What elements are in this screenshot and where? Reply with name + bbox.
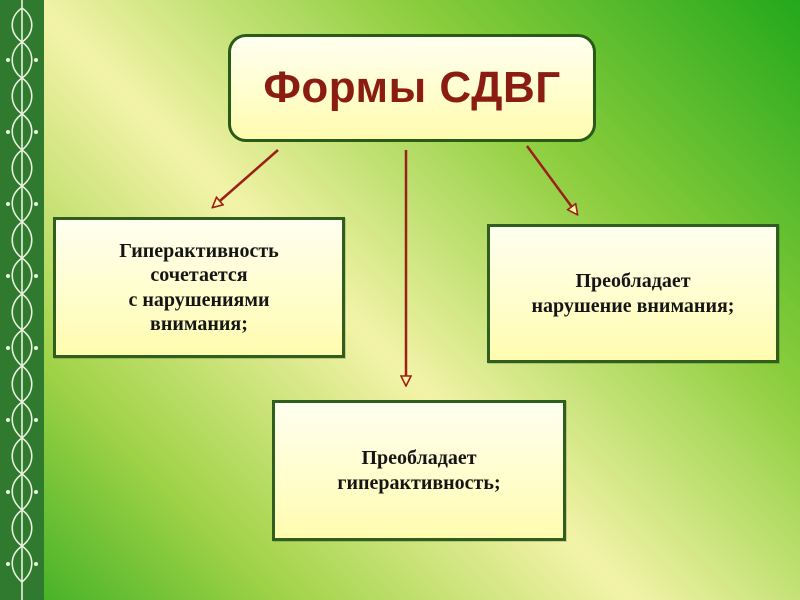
form-text-combined: Гиперактивность сочетается с нарушениями…	[119, 239, 279, 335]
diagram-title: Формы СДВГ	[263, 63, 561, 112]
ornamental-fern-pattern-icon	[0, 0, 44, 600]
ornamental-border-icon	[0, 0, 44, 600]
arrow-to-left-form	[213, 149, 279, 207]
form-box-combined: Гиперактивность сочетается с нарушениями…	[53, 217, 345, 358]
form-box-hyperactive: Преобладает гиперактивность;	[272, 400, 566, 541]
title-box: Формы СДВГ	[228, 34, 596, 142]
form-text-inattentive: Преобладает нарушение внимания;	[531, 270, 735, 317]
form-box-inattentive: Преобладает нарушение внимания;	[487, 224, 779, 363]
arrow-to-right-form	[525, 145, 577, 214]
form-text-hyperactive: Преобладает гиперактивность;	[337, 447, 501, 494]
